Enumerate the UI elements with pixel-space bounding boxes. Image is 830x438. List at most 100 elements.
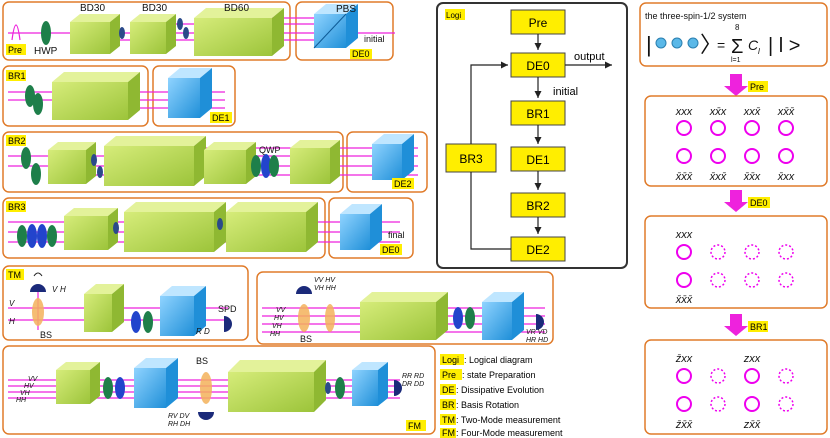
- sum-sign: Σ: [731, 36, 743, 58]
- box3-circles: [676, 368, 794, 412]
- de2-tag: DE2: [394, 179, 412, 189]
- fm-top-label-2: VH HH: [314, 285, 337, 292]
- flow-node-br2: [510, 192, 566, 218]
- down-arrow-1: [724, 74, 748, 96]
- flow-node-de2: [510, 236, 566, 262]
- fm-left-label-2: HV: [274, 315, 285, 322]
- system-title: the three-spin-1/2 system: [645, 11, 747, 21]
- fm-lower-pbs-2: [352, 362, 388, 406]
- tm-pbs: [160, 286, 206, 336]
- box1-top-1: xxx: [675, 106, 693, 118]
- flow-node-br3-label: BR3: [459, 152, 483, 166]
- flow-node-br3: [445, 143, 497, 173]
- box1-top-2: xx̄x: [709, 106, 727, 118]
- tm-bs-label: BS: [40, 330, 52, 340]
- box2-top-1: xxx: [675, 229, 693, 241]
- formula-ket: | l >: [768, 35, 800, 57]
- box1-bottom-2: x̄xx̄: [709, 171, 727, 183]
- tm-detector-top: [30, 284, 46, 292]
- br1-tag: BR1: [8, 71, 26, 81]
- br1-crystal: [52, 72, 140, 120]
- right-panel: the three-spin-1/2 system | 〉 = 8 Σ l=1 …: [639, 2, 828, 435]
- bd60-label: BD60: [224, 3, 249, 14]
- legend-key-5: TM: [442, 415, 455, 425]
- box1-bottom-1: x̄x̄x̄: [675, 171, 693, 183]
- flow-output-label: output: [574, 51, 605, 63]
- arrow-label-1: Pre: [750, 82, 764, 92]
- qwp-label: QWP: [259, 145, 281, 155]
- tm-rd-label: R D: [196, 327, 210, 336]
- fm-in-label-4: HH: [16, 397, 27, 404]
- initial-label: initial: [364, 34, 385, 44]
- fm-in-label-1: VV: [28, 376, 39, 383]
- fm-bottom-label-1: RV DV: [168, 413, 191, 420]
- ket-close: 〉: [700, 32, 722, 57]
- br1-pbs: [168, 68, 212, 118]
- hwp-plate: [41, 21, 51, 45]
- tm-h-out: H: [9, 317, 15, 326]
- fm-left-label-1: VV: [276, 307, 287, 314]
- fm-upper-crystal: [360, 292, 448, 340]
- flow-node-de2-label: DE2: [526, 243, 550, 257]
- br2-crystal-1: [48, 142, 96, 184]
- formula-eq: =: [717, 37, 725, 53]
- box3-bottom-1: z̄x̄x̄: [675, 419, 693, 431]
- spd-label: SPD: [218, 304, 237, 314]
- tm-vh-label-v: V: [52, 285, 58, 294]
- box1-bottom-3: x̄x̄x: [743, 171, 761, 183]
- br2-crystal-3: [204, 142, 256, 184]
- legend-key-6: FM: [442, 428, 455, 438]
- fm-upper-pbs: [482, 292, 524, 340]
- legend-text-1: : Logical diagram: [464, 355, 533, 365]
- tm-stage: TM V H V H BS SPD R D: [2, 265, 249, 341]
- legend-text-6: : Four-Mode measurement: [456, 428, 563, 438]
- pulse-icon: [11, 24, 21, 41]
- legend-key-2: Pre: [442, 370, 456, 380]
- hwp-label: HWP: [34, 46, 58, 57]
- de0-tag: DE0: [352, 49, 370, 59]
- fm-out-label-2: DR DD: [402, 381, 424, 388]
- flow-node-pre-label: Pre: [529, 16, 548, 30]
- box1-bottom-4: x̄xx: [777, 171, 795, 183]
- fm-bottom-label-2: RH DH: [168, 421, 191, 428]
- flow-node-de0-label: DE0: [526, 59, 550, 73]
- fm-bs-upper: BS: [300, 334, 312, 344]
- legend-text-3: : Dissipative Evolution: [456, 385, 544, 395]
- fm-in-label-2: HV: [24, 383, 35, 390]
- flow-node-br1: [510, 100, 566, 126]
- legend-text-4: : Basis Rotation: [456, 400, 519, 410]
- final-label: final: [388, 230, 405, 240]
- fm-lower-crystal-1: [56, 362, 100, 404]
- tm-detector-right: [224, 316, 232, 332]
- bd30-crystal-1: [70, 14, 120, 54]
- br3-crystal-3: [226, 202, 318, 252]
- br3-crystal-2: [124, 202, 226, 252]
- box3-top-2: zxx: [743, 353, 761, 365]
- br3-de0-tag: DE0: [382, 245, 400, 255]
- tm-v-out: V: [9, 299, 15, 308]
- bd30-label-2: BD30: [142, 3, 167, 14]
- arrow-label-3: BR1: [750, 322, 768, 332]
- legend-text-2: : state Preparation: [462, 370, 536, 380]
- de1-tag: DE1: [212, 113, 230, 123]
- formula-coef: C: [748, 37, 759, 53]
- flow-node-de1: [510, 146, 566, 172]
- fm-left-label-3: VH: [272, 323, 283, 330]
- fm-right-label-2: HR HD: [526, 337, 548, 344]
- fm-bs-lower: BS: [196, 356, 208, 366]
- fm-stage: VV HV VH HH VV HV VH HH BS VR VD HR HD: [2, 271, 554, 435]
- flow-node-de1-label: DE1: [526, 153, 550, 167]
- br2-crystal-2: [104, 136, 206, 186]
- br2-stage: BR2 QWP DE2: [2, 131, 428, 193]
- formula-sum-bottom: l=1: [731, 57, 741, 64]
- flow-diagram: Logi Pre DE0 output initial BR1 DE1 BR2 …: [436, 2, 628, 269]
- legend: Logi : Logical diagram Pre : state Prepa…: [440, 354, 563, 438]
- legend-key-1: Logi: [442, 355, 459, 365]
- br3-stage: BR3 final DE0: [2, 197, 414, 259]
- fm-in-label-3: VH: [20, 390, 31, 397]
- legend-key-3: DE: [442, 385, 455, 395]
- legend-text-5: : Two-Mode measurement: [456, 415, 561, 425]
- box1-top-3: xxx̄: [743, 106, 761, 118]
- fm-out-label-1: RR RD: [402, 373, 424, 380]
